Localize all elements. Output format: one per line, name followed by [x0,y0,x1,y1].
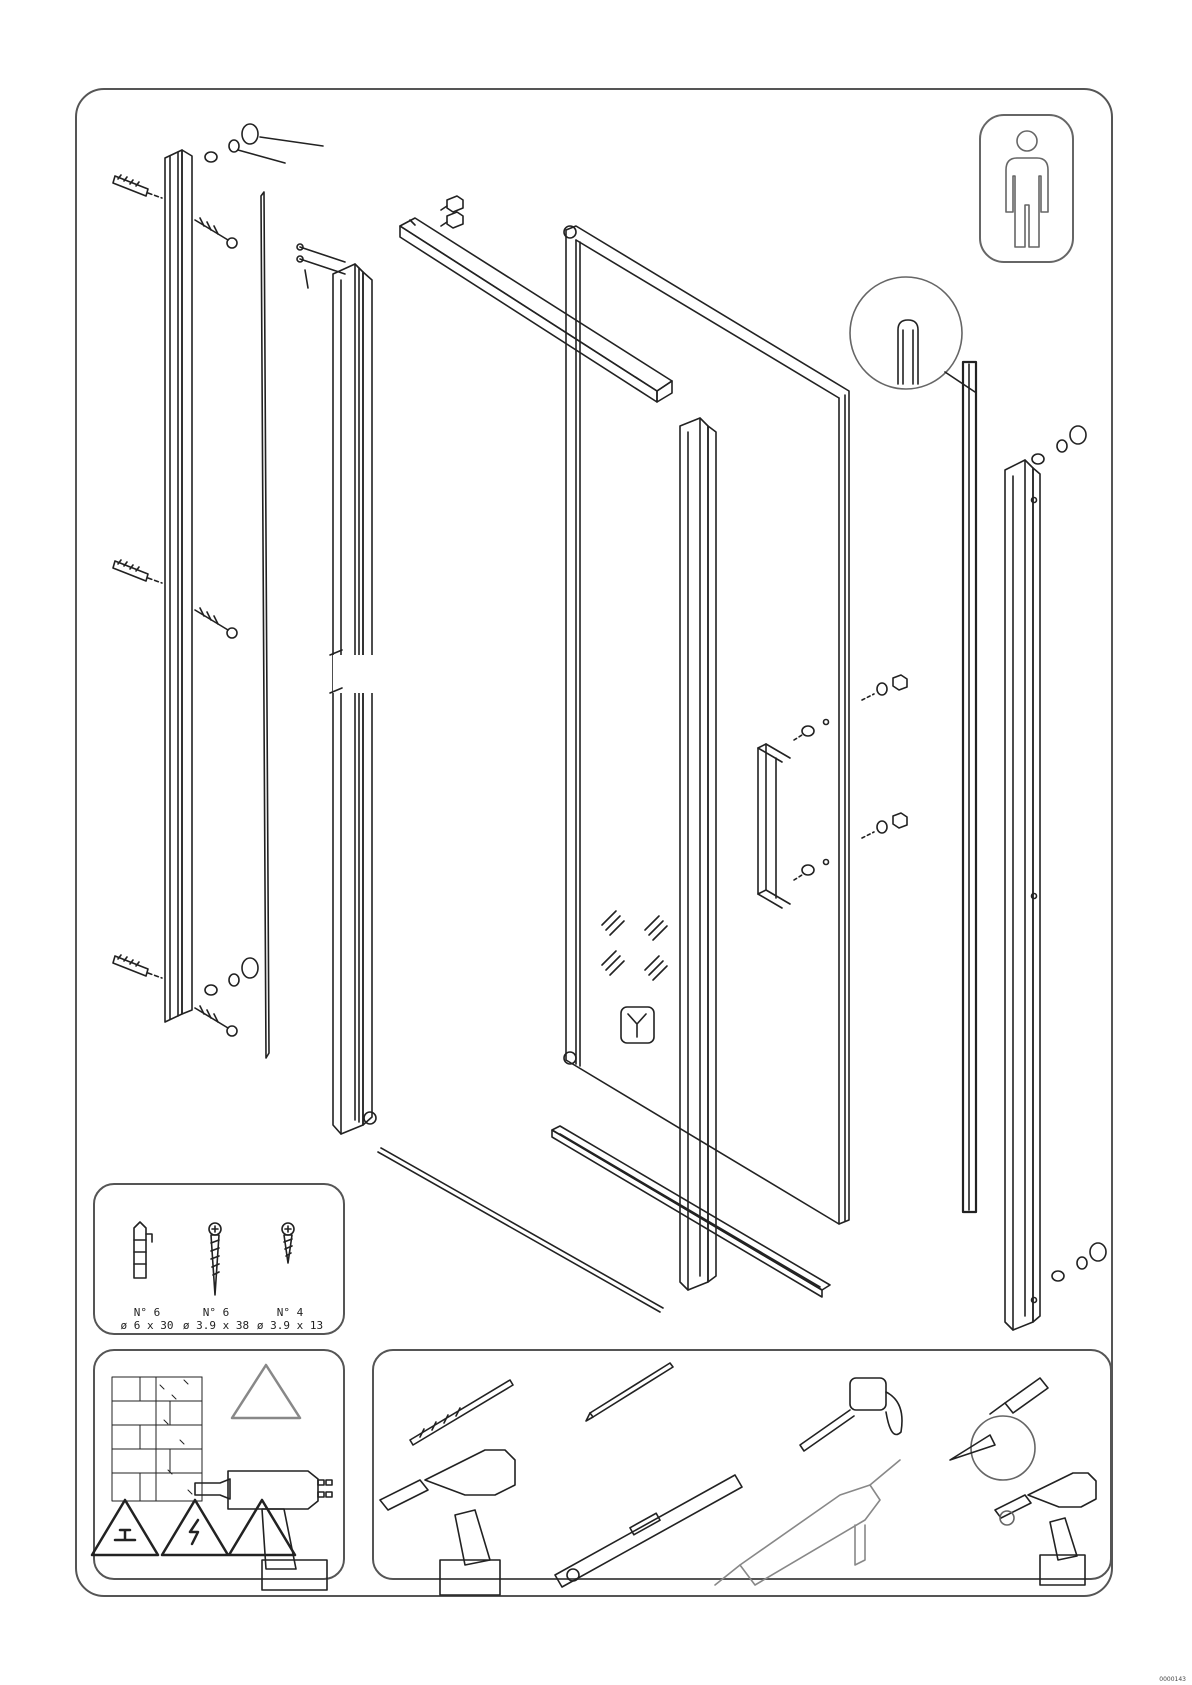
seal-strip-left [261,192,269,1058]
short-screw-dimension: ø 3.9 x 13 [254,1319,326,1332]
tape-measure-icon [800,1378,902,1451]
footer-code: 0000143 [1159,1676,1186,1683]
cap-washer-group-right [1032,426,1106,1281]
guide-block-icon [441,196,463,228]
wall-plug-icon [113,955,162,978]
screwdriver-icon [950,1378,1048,1480]
wall-profile-right [1005,460,1040,1330]
caulking-gun-icon [715,1460,900,1585]
bottom-seal-strip [378,1148,663,1312]
screw-icon [195,218,237,248]
short-screw-icon [282,1223,294,1263]
screw-icon [195,1006,237,1036]
long-screw-icon [209,1223,221,1295]
pin-screw-icon [297,244,345,288]
no-water-warning-icon [92,1500,158,1555]
drill-bit-icon [410,1380,513,1445]
plug-label: N° 6 ø 6 x 30 [117,1306,177,1332]
outer-frame [76,89,1112,1596]
long-screw-label: N° 6 ø 3.9 x 38 [180,1306,252,1332]
warnings-box [94,1350,344,1579]
brand-logo-icon [621,1007,654,1043]
wall-tile-illustration [112,1377,202,1501]
jamb-profile-left [330,264,378,1134]
door-handle [758,744,790,908]
spirit-level-icon [555,1475,742,1587]
pencil-icon [586,1363,673,1421]
plug-number: N° 6 [117,1306,177,1319]
drill-icon [380,1450,515,1595]
glass-door-panel [564,226,849,1224]
wall-plug-icon [113,175,162,198]
electric-warning-icon [162,1500,228,1555]
bottom-rail [552,1126,830,1297]
short-screw-label: N° 4 ø 3.9 x 13 [254,1306,326,1332]
plug-dimension: ø 6 x 30 [117,1319,177,1332]
drill-icon-small [995,1473,1096,1585]
screw-icon [195,608,237,638]
long-screw-number: N° 6 [180,1306,252,1319]
one-person-icon [980,115,1073,262]
tools-box [373,1350,1111,1579]
long-screw-dimension: ø 3.9 x 38 [180,1319,252,1332]
seal-detail-callout [850,277,975,392]
warning-triangle-icon [232,1365,300,1418]
glass-reflection-marks [602,911,667,980]
seal-strip-right [963,362,976,1212]
wall-plug-icon [113,560,162,583]
short-screw-number: N° 4 [254,1306,326,1319]
drill-illustration [195,1471,332,1590]
wall-profile-left [165,150,192,1022]
top-rail [400,218,672,402]
jamb-profile-right [680,418,716,1290]
handle-fixings [794,675,907,880]
wall-plug-icon [134,1222,152,1278]
